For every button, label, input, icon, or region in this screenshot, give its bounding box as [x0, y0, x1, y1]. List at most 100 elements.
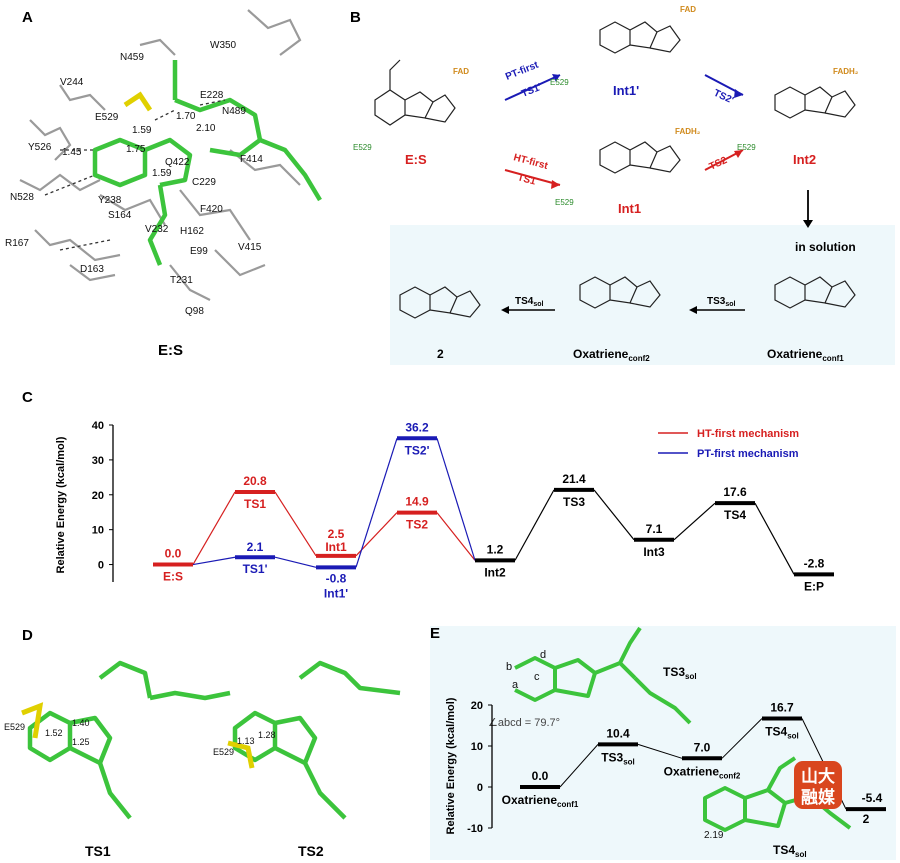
fadh2-label-int2: FADH₂ [833, 67, 859, 76]
level-value: 0.0 [165, 547, 182, 561]
connector-line [274, 491, 317, 557]
solution-box [390, 225, 895, 365]
ts1-e529-sticks [21, 702, 44, 739]
level-value: 7.0 [694, 740, 711, 754]
ht-first-label: HT-first [512, 152, 549, 172]
reaction-arrows [501, 74, 813, 314]
ts1-dist-3: 1.25 [72, 737, 90, 747]
ts1-dist-1: 1.40 [72, 718, 90, 728]
svg-text:T231: T231 [170, 275, 193, 286]
panel-a-letter: A [22, 9, 33, 26]
panel-e-letter-front: E [430, 625, 440, 642]
level-label: TS4sol [765, 725, 799, 741]
svg-text:F414: F414 [240, 154, 263, 165]
e529-sticks [123, 91, 153, 112]
svg-text:1.59: 1.59 [152, 168, 172, 179]
level-label: TS2 [406, 518, 428, 532]
svg-text:N528: N528 [10, 192, 34, 203]
level-label: TS3 [563, 495, 585, 509]
level-label: Int2 [484, 565, 506, 579]
product-name: 2 [437, 347, 444, 361]
es-name: E:S [405, 152, 427, 167]
oxa1-name: Oxatrieneconf1 [767, 347, 844, 363]
structure-int1 [599, 141, 681, 174]
watermark-top: 山大 [801, 766, 835, 786]
fad-label-es: FAD [453, 67, 469, 76]
level-value: 16.7 [770, 701, 794, 715]
level-value: -2.8 [804, 556, 825, 570]
panel-b: B [350, 5, 895, 365]
watermark-bottom: 融媒 [801, 787, 836, 807]
residue-labels: N459 W350 V244 E228 N489 E529 Y526 Q422 … [5, 40, 263, 317]
level-value: 1.2 [487, 542, 504, 556]
level-label: TS3sol [601, 750, 635, 766]
level-value: 36.2 [405, 420, 429, 434]
distance-labels: 1.59 1.70 2.10 1.45 1.75 1.59 [62, 111, 216, 179]
svg-text:E228: E228 [200, 90, 224, 101]
svg-text:Q422: Q422 [165, 157, 190, 168]
svg-text:R167: R167 [5, 238, 29, 249]
ts1-structure [27, 660, 231, 820]
svg-text:E529: E529 [95, 112, 119, 123]
e529-es: E529 [353, 143, 372, 152]
hbond-dashes [44, 99, 226, 251]
level-label: Int3 [643, 545, 665, 559]
ts2p-label: TS2' [712, 88, 735, 107]
svg-text:Y526: Y526 [28, 142, 52, 153]
level-label: TS1 [244, 497, 266, 511]
atom-d: d [540, 649, 546, 661]
structure-product [399, 286, 481, 319]
level-value: 2.5 [328, 527, 345, 541]
svg-text:V232: V232 [145, 224, 169, 235]
y-tick-label: 0 [477, 782, 483, 794]
connector-line [192, 556, 236, 566]
atom-a: a [512, 679, 519, 691]
level-value: 17.6 [723, 485, 747, 499]
ts1p-label: TS1' [520, 82, 543, 100]
ts1-e529-label: E529 [4, 722, 25, 732]
level-label: Int1' [324, 586, 348, 600]
structure-oxa1 [774, 276, 856, 309]
ts2-dist-2: 1.28 [258, 730, 276, 740]
ts2-label: TS2 [708, 155, 730, 173]
connector-line [274, 556, 317, 568]
svg-text:D163: D163 [80, 264, 104, 275]
y-tick-label: 40 [92, 420, 104, 432]
connector-line [559, 744, 599, 788]
svg-text:H162: H162 [180, 226, 204, 237]
y-tick-label: 20 [471, 700, 483, 712]
level-value: 2.1 [247, 540, 264, 554]
svg-text:Y238: Y238 [98, 195, 122, 206]
svg-text:V415: V415 [238, 242, 262, 253]
connector-line [436, 512, 476, 561]
legend-pt: PT-first mechanism [697, 448, 799, 460]
y-tick-label: 10 [92, 525, 104, 537]
level-value: -0.8 [326, 571, 347, 585]
oxa2-name: Oxatrieneconf2 [573, 347, 650, 363]
e529-int1: E529 [555, 198, 574, 207]
atom-b: b [506, 661, 512, 673]
svg-text:F420: F420 [200, 204, 223, 215]
svg-text:1.45: 1.45 [62, 147, 82, 158]
level-value: 7.1 [646, 522, 663, 536]
ts2-structure [232, 660, 401, 820]
ts3sol-structure [514, 626, 692, 725]
ts4sol-struct-label: TS4sol [773, 843, 807, 859]
level-label: Int1 [325, 540, 347, 554]
level-value: 14.9 [405, 495, 429, 509]
fad-label-int1p: FAD [680, 5, 696, 14]
panel-d-letter: D [22, 627, 33, 644]
ts3sol-label: TS3sol [707, 296, 736, 308]
structure-es [374, 59, 456, 126]
substrate-sticks [92, 60, 322, 266]
connector-line [593, 489, 635, 541]
y-tick-label: 10 [471, 741, 483, 753]
connector-line [637, 743, 683, 759]
level-label: 2 [863, 812, 870, 826]
ts1-caption: TS1 [85, 843, 111, 859]
panel-e-background [430, 626, 896, 860]
level-label: Oxatrieneconf1 [502, 793, 579, 809]
level-value: 20.8 [243, 474, 267, 488]
